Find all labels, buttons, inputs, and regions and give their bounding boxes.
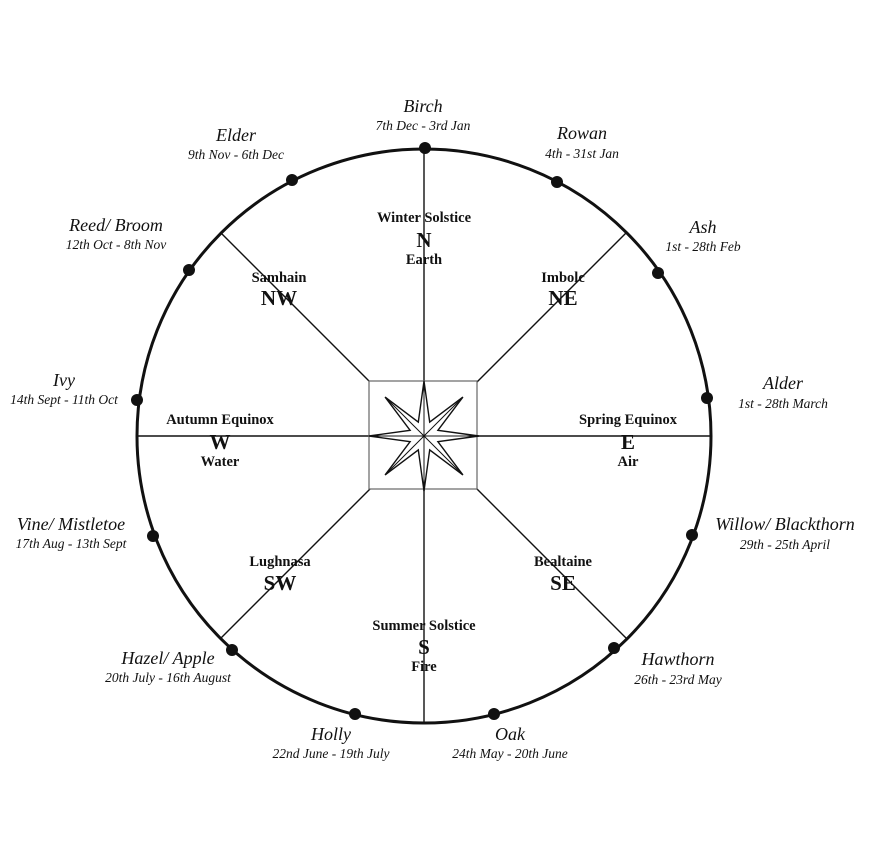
tree-vine-dates: 17th Aug - 13th Sept: [16, 536, 128, 551]
element-south: Fire: [411, 659, 437, 675]
star-ray: [423, 435, 464, 476]
marker-vine: [147, 530, 159, 542]
tree-ash-dates: 1st - 28th Feb: [665, 239, 741, 254]
element-east: Air: [618, 454, 640, 470]
tree-hawthorn-dates: 26th - 23rd May: [634, 672, 722, 687]
marker-ivy: [131, 394, 143, 406]
tree-hazel-dates: 20th July - 16th August: [105, 670, 232, 685]
tree-willow-name: Willow/ Blackthorn: [715, 514, 855, 534]
tree-holly-name: Holly: [310, 724, 351, 744]
tree-willow-dates: 29th - 25th April: [740, 537, 830, 552]
star-ray: [384, 435, 425, 476]
tree-rowan-name: Rowan: [556, 123, 607, 143]
marker-alder: [701, 392, 713, 404]
tree-alder-dates: 1st - 28th March: [738, 396, 828, 411]
marker-ash: [652, 267, 664, 279]
tree-rowan-dates: 4th - 31st Jan: [545, 146, 619, 161]
tree-ash-name: Ash: [689, 217, 717, 237]
marker-oak: [488, 708, 500, 720]
direction-south: S: [418, 635, 430, 659]
tree-hawthorn-name: Hawthorn: [640, 649, 714, 669]
tree-elder-name: Elder: [215, 125, 257, 145]
direction-east: E: [621, 430, 635, 454]
direction-northwest: NW: [261, 286, 297, 310]
tree-ivy-dates: 14th Sept - 11th Oct: [10, 392, 119, 407]
festival-north: Winter Solstice: [377, 210, 472, 226]
star-ray: [384, 396, 425, 437]
festival-northwest: Samhain: [252, 270, 307, 286]
festival-southeast: Bealtaine: [534, 554, 593, 570]
element-west: Water: [201, 454, 240, 470]
festival-south: Summer Solstice: [372, 618, 476, 634]
festival-southwest: Lughnasa: [249, 554, 311, 570]
direction-southeast: SE: [550, 571, 576, 595]
month-markers: [131, 142, 713, 720]
marker-holly: [349, 708, 361, 720]
tree-birch-dates: 7th Dec - 3rd Jan: [376, 118, 471, 133]
direction-southwest: SW: [264, 571, 297, 595]
tree-birch-name: Birch: [403, 96, 442, 116]
tree-oak-dates: 24th May - 20th June: [452, 746, 567, 761]
tree-elder-dates: 9th Nov - 6th Dec: [188, 147, 284, 162]
tree-reed-name: Reed/ Broom: [68, 215, 163, 235]
marker-rowan: [551, 176, 563, 188]
compass-star-icon: [368, 380, 480, 492]
star-ray: [423, 396, 464, 437]
tree-hazel-name: Hazel/ Apple: [120, 648, 214, 668]
festival-west: Autumn Equinox: [166, 412, 274, 428]
tree-ivy-name: Ivy: [52, 370, 75, 390]
marker-elder: [286, 174, 298, 186]
tree-vine-name: Vine/ Mistletoe: [17, 514, 125, 534]
marker-birch: [419, 142, 431, 154]
marker-reed: [183, 264, 195, 276]
tree-reed-dates: 12th Oct - 8th Nov: [66, 237, 167, 252]
tree-holly-dates: 22nd June - 19th July: [273, 746, 390, 761]
marker-willow: [686, 529, 698, 541]
direction-northeast: NE: [548, 286, 577, 310]
tree-oak-name: Oak: [495, 724, 526, 744]
tree-alder-name: Alder: [762, 373, 804, 393]
marker-hawthorn: [608, 642, 620, 654]
direction-north: N: [416, 228, 431, 252]
festival-east: Spring Equinox: [579, 412, 678, 428]
element-north: Earth: [406, 252, 442, 268]
direction-west: W: [210, 430, 231, 454]
marker-hazel: [226, 644, 238, 656]
festival-northeast: Imbolc: [541, 270, 585, 286]
